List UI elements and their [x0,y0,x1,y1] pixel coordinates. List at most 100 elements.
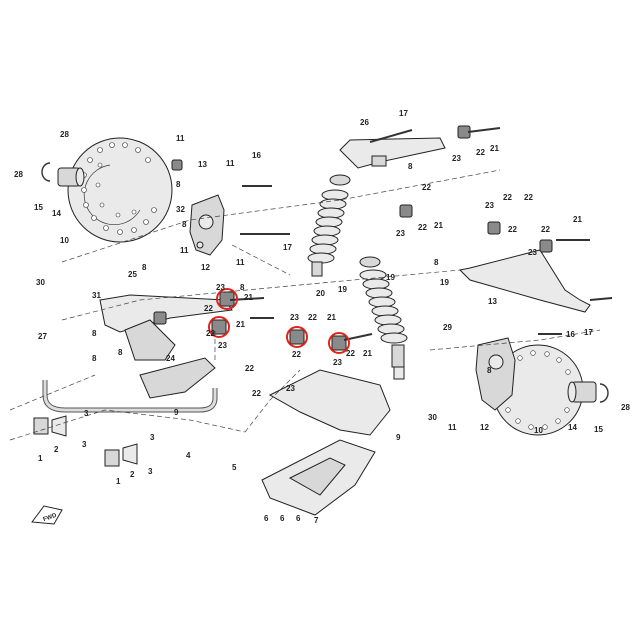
highlight-ring [286,326,308,348]
callout-22: 22 [252,389,261,398]
right-hub-knuckle [475,337,516,411]
callout-26: 26 [360,118,369,127]
left-brake-disc [67,137,173,243]
highlight-ring [216,288,238,310]
callout-8: 8 [182,220,187,229]
callout-8: 8 [92,354,97,363]
callout-23: 23 [333,358,342,367]
callout-22: 22 [245,364,254,373]
callout-21: 21 [363,349,372,358]
callout-22: 22 [476,148,485,157]
forward-direction-arrow: FWD [31,505,63,525]
callout-22: 22 [346,349,355,358]
callout-13: 13 [488,297,497,306]
right-circlip [599,383,609,403]
callout-23: 23 [286,384,295,393]
left-wheel-bearing [57,167,85,187]
callout-19: 19 [386,273,395,282]
callout-21: 21 [244,293,253,302]
callout-14: 14 [52,209,61,218]
callout-11: 11 [448,423,457,432]
callout-19: 19 [338,285,347,294]
callout-22: 22 [206,329,215,338]
callout-17: 17 [399,109,408,118]
callout-1: 1 [38,454,43,463]
lower-right-control-arm [268,369,391,436]
callout-11: 11 [226,159,235,168]
callout-19: 19 [440,278,449,287]
callout-31: 31 [92,291,101,300]
callout-11: 11 [176,134,185,143]
callout-21: 21 [573,215,582,224]
callout-12: 12 [480,423,489,432]
callout-22: 22 [418,223,427,232]
callout-1: 1 [116,477,121,486]
callout-4: 4 [186,451,191,460]
callout-21: 21 [490,144,499,153]
left-circlip [41,162,51,182]
skid-plate-right [261,439,376,516]
shock-absorber-left [307,174,351,277]
shock-absorber-right [359,256,408,380]
callout-14: 14 [568,423,577,432]
callout-6: 6 [296,514,301,523]
callout-10: 10 [534,426,543,435]
callout-30: 30 [428,413,437,422]
callout-28: 28 [621,403,630,412]
callout-8: 8 [487,366,492,375]
callout-17: 17 [584,328,593,337]
callout-23: 23 [528,248,537,257]
callout-3: 3 [82,440,87,449]
callout-23: 23 [218,341,227,350]
callout-17: 17 [283,243,292,252]
right-wheel-bearing [567,381,597,403]
callout-16: 16 [252,151,261,160]
callout-11: 11 [180,246,189,255]
callout-20: 20 [316,289,325,298]
right-a-arm [458,249,591,313]
fwd-label: FWD [43,513,59,524]
stabilizer-bushings [33,415,138,467]
callout-13: 13 [198,160,207,169]
callout-22: 22 [541,225,550,234]
callout-22: 22 [503,193,512,202]
callout-23: 23 [216,283,225,292]
callout-16: 16 [566,330,575,339]
callout-22: 22 [508,225,517,234]
callout-29: 29 [443,323,452,332]
callout-2: 2 [130,470,135,479]
callout-22: 22 [422,183,431,192]
callout-8: 8 [176,180,181,189]
callout-6: 6 [264,514,269,523]
callout-3: 3 [148,467,153,476]
callout-8: 8 [92,329,97,338]
callout-11: 11 [236,258,245,267]
highlight-ring [208,316,230,338]
callout-32: 32 [176,205,185,214]
highlighted-bushings [208,288,350,354]
highlight-ring [328,332,350,354]
bolts [229,127,613,341]
callout-22: 22 [524,193,533,202]
callout-12: 12 [201,263,210,272]
callout-23: 23 [452,154,461,163]
callout-21: 21 [327,313,336,322]
callout-15: 15 [34,203,43,212]
callout-8: 8 [408,162,413,171]
callout-8: 8 [434,258,439,267]
stabilizer-bar [42,380,218,413]
callout-22: 22 [308,313,317,322]
callout-21: 21 [236,320,245,329]
callout-24: 24 [166,354,175,363]
callout-5: 5 [232,463,237,472]
callout-27: 27 [38,332,47,341]
callout-6: 6 [280,514,285,523]
callout-15: 15 [594,425,603,434]
callout-22: 22 [204,304,213,313]
callout-9: 9 [396,433,401,442]
skid-plate-left [139,357,216,399]
callout-30: 30 [36,278,45,287]
callout-labels: 28 28 28 15 15 14 14 10 10 11 11 11 8 8 … [14,109,630,525]
callout-22: 22 [292,350,301,359]
